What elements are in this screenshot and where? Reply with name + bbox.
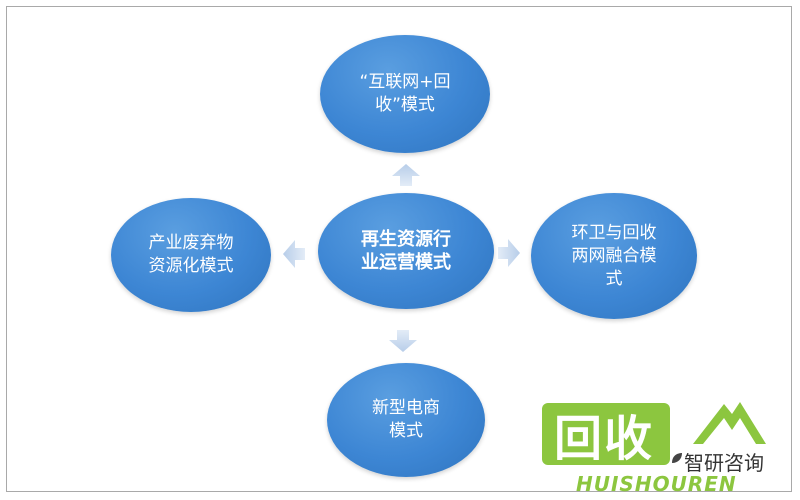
watermark-sub-text: 智研咨询 <box>684 451 764 475</box>
node-line: 产业废弃物 <box>148 233 234 253</box>
node-sanitation-recycling: 环卫与回收 两网融合模 式 <box>531 193 697 319</box>
diagram-frame: “互联网+回 收”模式 再生资源行 业运营模式 产业废弃物 资源化模式 环卫与回… <box>6 6 792 492</box>
node-line: 式 <box>605 268 623 289</box>
arrow-right-icon <box>498 239 520 267</box>
watermark-logo: 回收 智研咨询 HUISHOUREN <box>538 398 788 496</box>
arrow-down-icon <box>389 330 417 352</box>
node-industrial-waste: 产业废弃物 资源化模式 <box>111 198 271 312</box>
watermark-main-text: 回收 <box>554 411 655 467</box>
watermark-latin-text: HUISHOUREN <box>576 472 737 496</box>
node-line: “互联网+回 <box>359 72 451 92</box>
arrow-up-icon <box>392 164 420 186</box>
node-line: 模式 <box>389 421 423 441</box>
leaf-icon <box>672 453 682 463</box>
node-line: 资源化模式 <box>148 256 234 276</box>
node-line: 新型电商 <box>372 398 440 418</box>
node-line: 两网融合模 <box>571 245 657 266</box>
node-new-ecommerce: 新型电商 模式 <box>327 363 485 477</box>
node-internet-recycling: “互联网+回 收”模式 <box>320 35 490 153</box>
node-line: 再生资源行 <box>361 229 451 250</box>
node-center-operating-mode: 再生资源行 业运营模式 <box>318 193 494 309</box>
node-line: 收”模式 <box>375 95 435 115</box>
arrow-left-icon <box>283 240 305 268</box>
node-line: 业运营模式 <box>361 252 451 273</box>
mountain-logo-icon <box>693 402 766 444</box>
watermark-badge: 回收 <box>542 403 670 467</box>
node-line: 环卫与回收 <box>571 222 657 243</box>
